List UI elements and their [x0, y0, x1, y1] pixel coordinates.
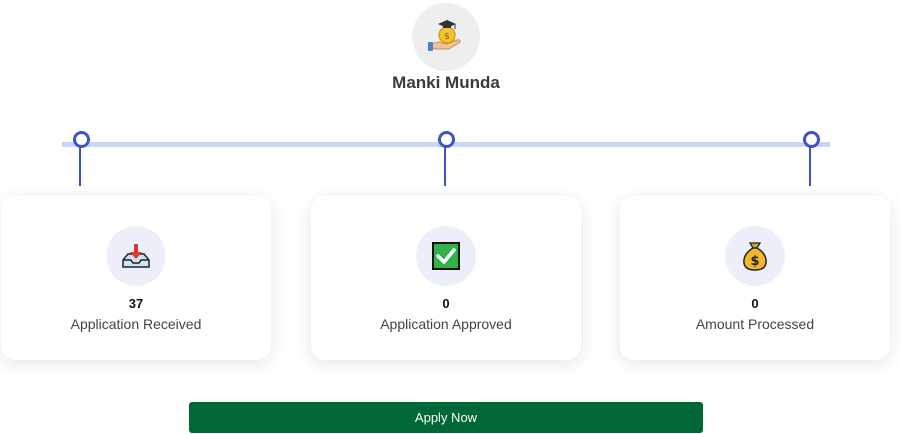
- timeline-stem-2: [444, 147, 446, 186]
- card-icon-wrap: $: [725, 226, 785, 286]
- svg-text:$: $: [444, 32, 450, 42]
- scheme-avatar: $: [412, 3, 480, 71]
- card-amount-processed: $ 0 Amount Processed: [620, 196, 890, 360]
- hand-money-graduation-icon: $: [428, 20, 461, 51]
- svg-text:$: $: [750, 254, 759, 269]
- count-amount-processed: 0: [751, 296, 759, 311]
- label-amount-processed: Amount Processed: [695, 316, 815, 332]
- money-bag-icon: $: [743, 242, 767, 271]
- timeline-stem-1: [79, 147, 81, 186]
- count-application-received: 37: [128, 296, 144, 311]
- count-application-approved: 0: [442, 296, 450, 311]
- timeline-stem-3: [809, 147, 811, 186]
- inbox-download-icon: [122, 244, 150, 268]
- scheme-title: Manki Munda: [392, 73, 500, 92]
- card-icon-wrap: [106, 226, 166, 286]
- timeline-node-2: [438, 131, 455, 148]
- apply-now-button[interactable]: Apply Now: [189, 402, 703, 433]
- card-icon-wrap: [416, 226, 476, 286]
- label-application-approved: Application Approved: [380, 316, 512, 332]
- timeline-node-1: [73, 131, 90, 148]
- card-application-received: 37 Application Received: [1, 196, 271, 360]
- card-application-approved: 0 Application Approved: [311, 196, 581, 360]
- check-box-icon: [432, 242, 460, 270]
- label-application-received: Application Received: [70, 316, 202, 332]
- timeline-node-3: [803, 131, 820, 148]
